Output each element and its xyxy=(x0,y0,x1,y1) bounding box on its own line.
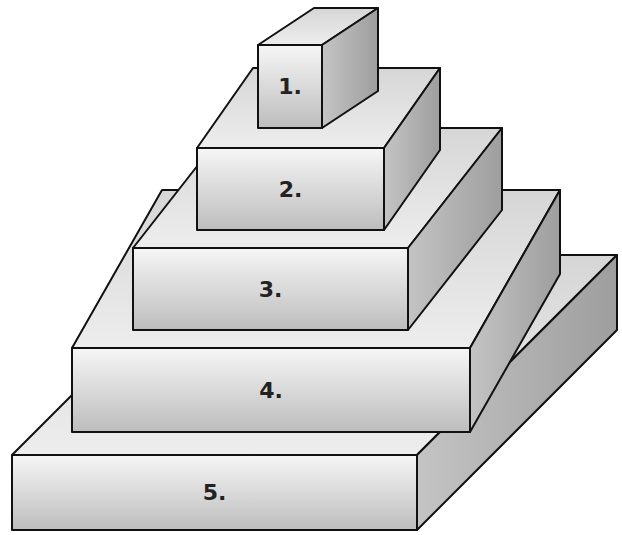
block-number: 5. xyxy=(203,480,227,505)
block-1-shape xyxy=(258,8,378,128)
pyramid-block: 4. xyxy=(72,348,470,432)
block-number: 1. xyxy=(278,74,302,99)
pyramid-block: 5. xyxy=(12,455,417,530)
pyramid-block: 3. xyxy=(133,248,408,330)
block-number: 4. xyxy=(259,378,283,403)
block-number: 2. xyxy=(279,177,303,202)
block-number: 3. xyxy=(259,277,283,302)
pyramid-block: 2. xyxy=(197,148,384,230)
block-3-shape xyxy=(133,128,502,330)
pyramid-block: 1. xyxy=(258,45,322,128)
